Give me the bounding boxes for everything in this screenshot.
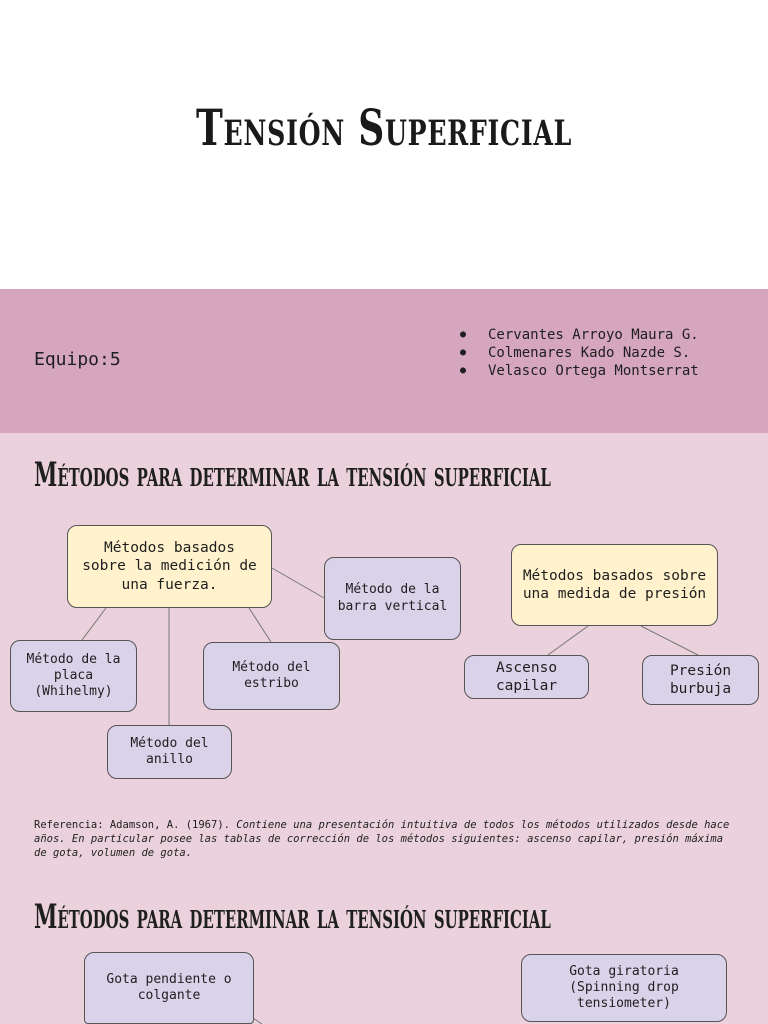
member-list: Cervantes Arroyo Maura G. Colmenares Kad… [460,326,699,380]
title-slide: Tensión Superficial [0,0,768,289]
plate-method-box: Método de la placa (Whihelmy) [10,640,137,712]
stirrup-method-box: Método del estribo [203,642,340,710]
force-methods-box: Métodos basados sobre la medición de una… [67,525,272,608]
section-heading: Métodos para determinar la tensión super… [34,897,551,937]
member-item: Velasco Ortega Montserrat [460,362,699,380]
member-item: Cervantes Arroyo Maura G. [460,326,699,344]
pressure-methods-box: Métodos basados sobre una medida de pres… [511,544,718,626]
capillary-rise-box: Ascenso capilar [464,655,589,699]
reference-text: Referencia: Adamson, A. (1967). Contiene… [34,818,734,860]
ring-method-box: Método del anillo [107,725,232,779]
spinning-drop-box: Gota giratoria (Spinning drop tensiomete… [521,954,727,1022]
reference-citation: Referencia: Adamson, A. (1967). [34,819,237,831]
bubble-pressure-box: Presión burbuja [642,655,759,705]
reference-description: Contiene una presentación intuitiva de t… [34,819,730,859]
member-item: Colmenares Kado Nazde S. [460,344,699,362]
team-label: Equipo:5 [34,349,121,370]
section-heading: Métodos para determinar la tensión super… [34,455,551,495]
page-title: Tensión Superficial [195,98,573,157]
bar-method-box: Método de la barra vertical [324,557,461,640]
pendant-drop-box: Gota pendiente o colgante [84,952,254,1024]
